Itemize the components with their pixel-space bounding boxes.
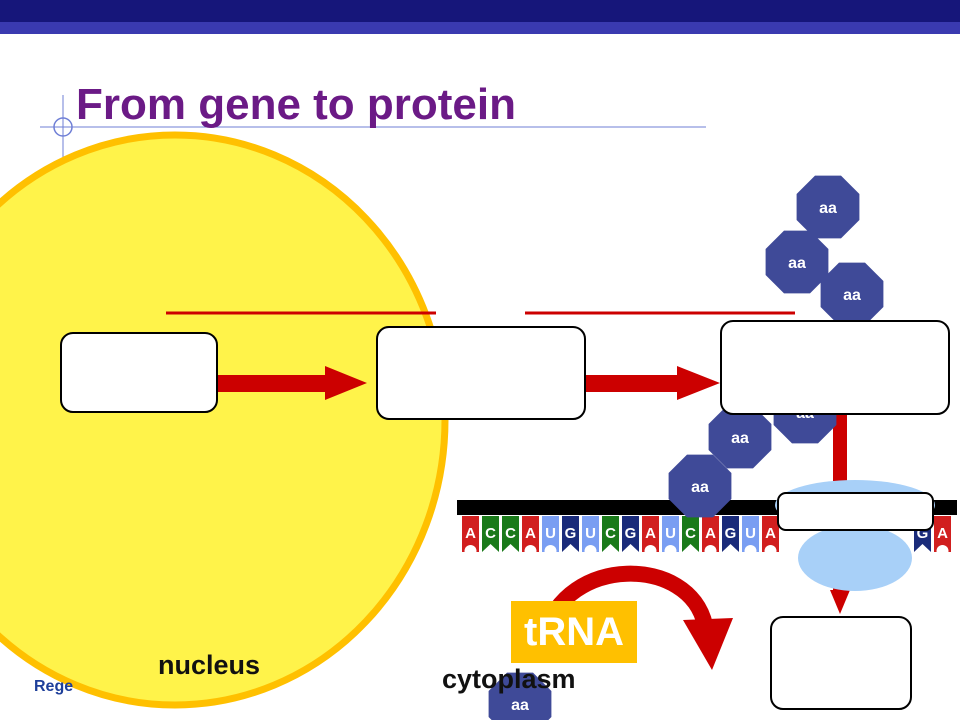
mrna-base: U [662, 516, 679, 557]
mrna-base-letter: A [645, 525, 656, 542]
nucleus-label: nucleus [158, 650, 261, 680]
mrna-base: A [702, 516, 719, 557]
mrna-base: C [502, 516, 519, 552]
mrna-base-letter: A [765, 525, 776, 542]
blank-box-rna [376, 326, 586, 420]
nucleus-shape [0, 131, 449, 709]
mrna-base: A [462, 516, 479, 557]
mrna-base-letter: A [705, 525, 716, 542]
mrna-base: A [934, 516, 951, 557]
mrna-base: G [562, 516, 579, 552]
footer-text: Rege [34, 678, 74, 695]
mrna-base: G [622, 516, 639, 552]
mrna-base-letter: C [685, 525, 696, 542]
amino-acid: aa [708, 405, 772, 469]
mrna-base-letter: A [525, 525, 536, 542]
amino-acid-label: aa [843, 287, 861, 304]
mrna-base: U [742, 516, 759, 557]
mrna-base-letter: C [605, 525, 616, 542]
blank-box-dna [60, 332, 218, 413]
amino-acid-label: aa [819, 200, 837, 217]
mrna-base-letter: U [545, 525, 556, 542]
arrow-rna-to-protein [586, 366, 720, 400]
mrna-base-letter: U [745, 525, 756, 542]
mrna-base: U [582, 516, 599, 557]
mrna-base-letter: G [917, 525, 929, 542]
mrna-base-letter: G [565, 525, 577, 542]
blank-box-protein [720, 320, 950, 415]
header-bar [0, 0, 960, 22]
mrna-base-letter: U [665, 525, 676, 542]
blank-box-ribosome [777, 492, 934, 531]
amino-acid-label: aa [788, 255, 806, 272]
mrna-base-letter: A [937, 525, 948, 542]
mrna-base: C [682, 516, 699, 552]
header-bar-accent [0, 22, 960, 34]
mrna-base-letter: C [505, 525, 516, 542]
page-title: From gene to protein [76, 80, 516, 129]
arrow-dna-to-rna [217, 366, 367, 400]
mrna-base: C [602, 516, 619, 552]
amino-acid: aa [668, 454, 732, 518]
cytoplasm-label: cytoplasm [442, 664, 576, 694]
amino-acid: aa [820, 262, 884, 326]
mrna-base-letter: C [485, 525, 496, 542]
mrna-base: A [642, 516, 659, 557]
amino-acid: aa [765, 230, 829, 294]
mrna-base: A [762, 516, 779, 557]
crosshair-icon [53, 117, 73, 137]
mrna-base-letter: U [585, 525, 596, 542]
amino-acid-label: aa [691, 479, 709, 496]
blank-box-trna [770, 616, 912, 710]
amino-acid-label: aa [731, 430, 749, 447]
mrna-base-letter: G [725, 525, 737, 542]
mrna-base: C [482, 516, 499, 552]
mrna-base: U [542, 516, 559, 557]
amino-acid-trna: aa [488, 672, 552, 720]
amino-acid: aa [796, 175, 860, 239]
amino-acid: aa [488, 672, 552, 720]
mrna-base: A [522, 516, 539, 557]
mrna-base: G [722, 516, 739, 552]
trna-label: tRNA [511, 601, 637, 663]
mrna-base-letter: A [465, 525, 476, 542]
amino-acid-label: aa [511, 697, 529, 714]
mrna-base-letter: G [625, 525, 637, 542]
